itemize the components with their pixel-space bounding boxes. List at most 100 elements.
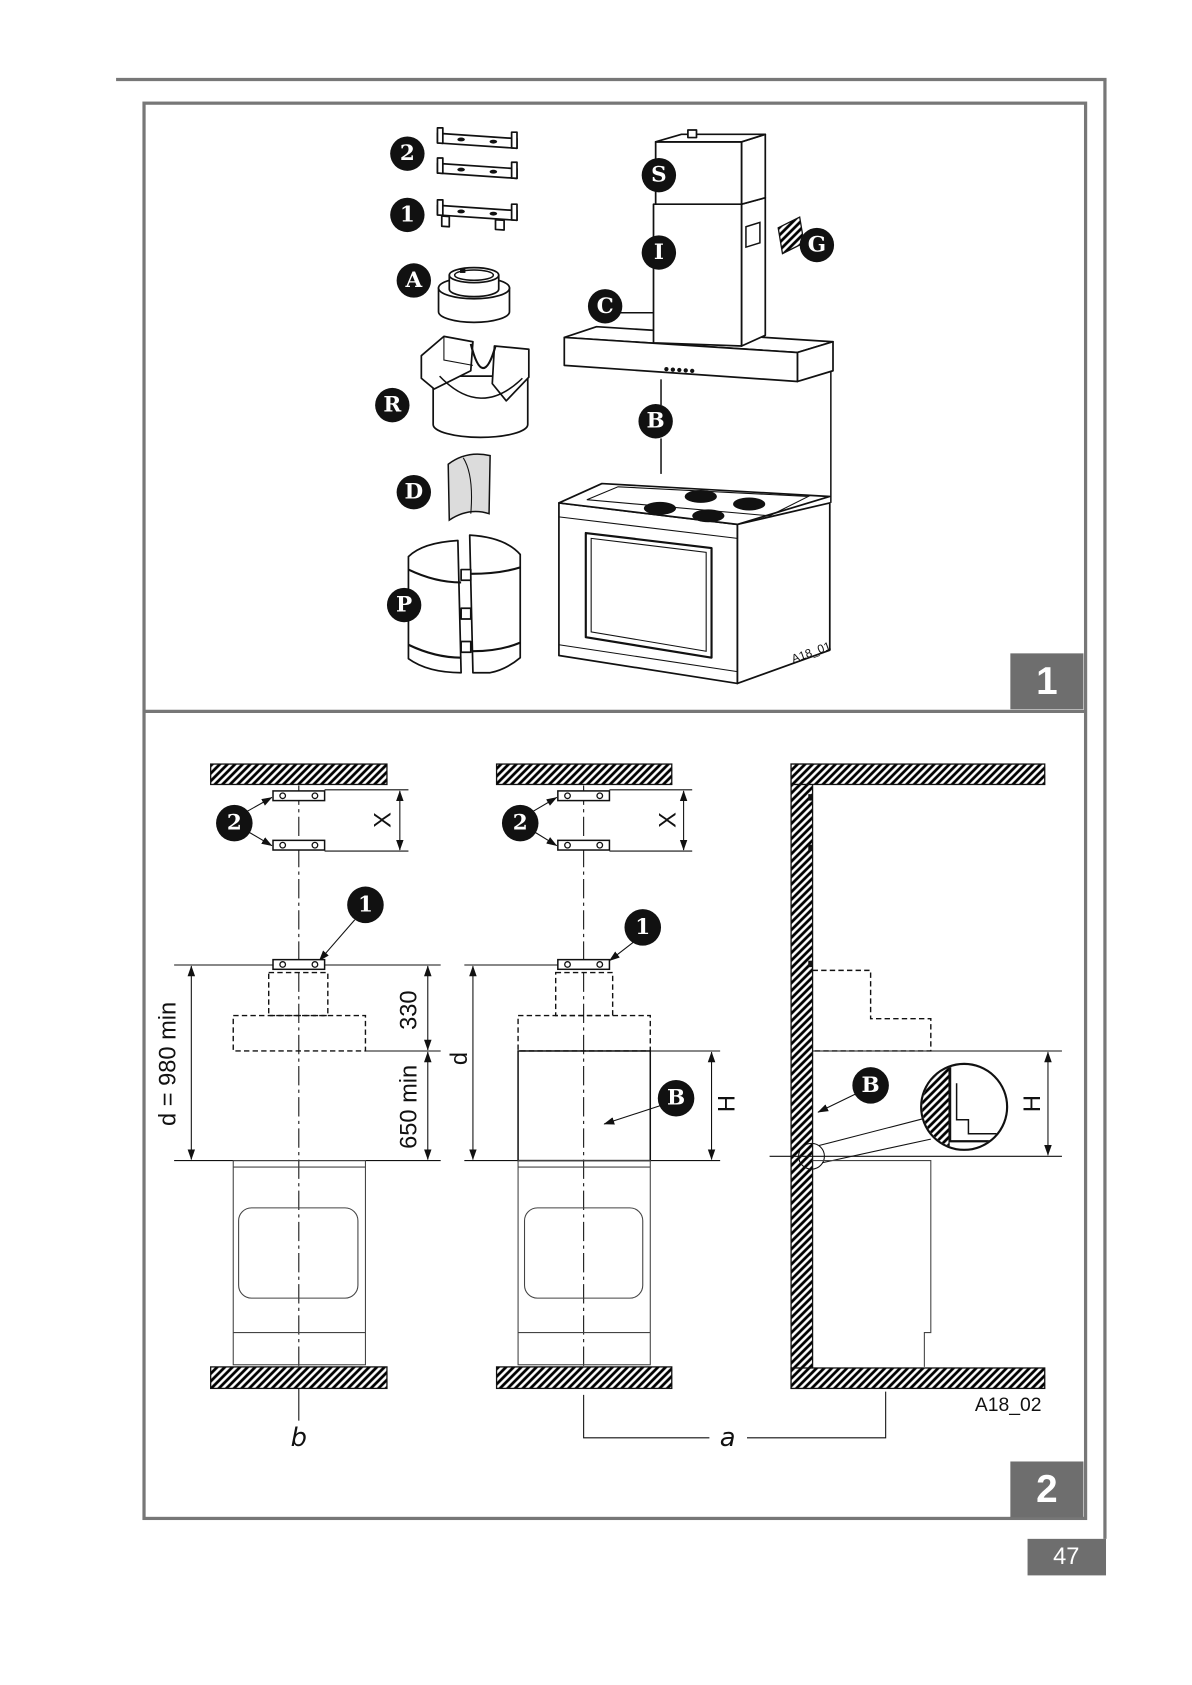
badge-label: B xyxy=(667,1086,685,1111)
reducer-r xyxy=(421,336,528,437)
badge-p-pipe-clamp: P xyxy=(387,588,421,622)
badge-label: S xyxy=(651,163,667,188)
wall-bracket-2-top xyxy=(437,128,517,148)
leader-b xyxy=(604,1106,660,1124)
chimney-lower-front xyxy=(654,204,742,346)
wall-bracket-1 xyxy=(437,200,517,230)
x-label: X xyxy=(371,812,397,828)
badge-1: 1 xyxy=(624,909,661,946)
axis-a-label: a xyxy=(720,1423,736,1453)
bracket-2-lower xyxy=(558,840,610,850)
page-number-text: 47 xyxy=(1053,1544,1079,1570)
detail-connector-top xyxy=(819,1119,923,1146)
badge-label: I xyxy=(654,240,664,265)
badge-a-flange: A xyxy=(397,263,431,297)
badge-label: 1 xyxy=(400,202,415,227)
figure-2-number-text: 2 xyxy=(1036,1468,1058,1511)
badge-2: 2 xyxy=(502,805,539,842)
badge-r-reducer: R xyxy=(375,388,409,422)
badge-label: R xyxy=(383,393,401,418)
figure-1-number-text: 1 xyxy=(1036,660,1058,703)
floor xyxy=(211,1367,387,1388)
figure-2-code: A18_02 xyxy=(975,1394,1042,1416)
wall-bracket-1-foot-left xyxy=(442,216,450,227)
flange-tab xyxy=(460,269,465,273)
deflector-sheet xyxy=(448,454,490,520)
pipe-clamp-p xyxy=(408,535,520,673)
bracket-mark xyxy=(808,845,812,851)
cooker: A18_01 xyxy=(559,484,833,684)
badge-label: 1 xyxy=(358,892,373,917)
chimney-top-tab xyxy=(688,130,697,138)
badge-label: D xyxy=(404,480,423,505)
axis-a-line-right xyxy=(747,1392,886,1438)
badge-b: B xyxy=(658,1080,695,1117)
burner xyxy=(685,490,717,503)
ceiling xyxy=(791,764,1045,784)
front-view-with-cover: X 2 1 d B H xyxy=(447,764,886,1453)
leader-2-upper xyxy=(533,797,557,811)
badge-1-bracket: 1 xyxy=(390,198,424,232)
badge-label: 2 xyxy=(400,141,415,166)
badge-label: A xyxy=(404,268,422,293)
burner xyxy=(733,498,765,511)
wall-bracket-2-bottom xyxy=(437,158,517,178)
label-330: 330 xyxy=(397,990,423,1029)
floor xyxy=(791,1368,1045,1388)
badge-g-grille: G xyxy=(800,228,834,262)
front-view-minimum: X 2 1 d = 980 min 330 650 min xyxy=(156,764,441,1453)
badge-label: P xyxy=(396,593,412,618)
floor xyxy=(497,1367,672,1388)
side-view: H B A18_02 xyxy=(770,764,1062,1416)
badge-label: B xyxy=(862,1073,880,1098)
chimney-lower-side xyxy=(742,198,766,346)
burner xyxy=(644,502,676,515)
bracket-2-upper xyxy=(273,791,325,801)
burner xyxy=(692,509,724,522)
axis-b-label: b xyxy=(291,1423,307,1453)
control-knob xyxy=(677,368,681,372)
wall xyxy=(791,764,812,1388)
hood-side-outline xyxy=(813,970,931,1051)
control-knob xyxy=(684,368,688,372)
figure-2-number: 2 xyxy=(1010,1461,1083,1517)
leader-2-upper xyxy=(247,797,272,811)
badge-2-brackets: 2 xyxy=(390,136,424,170)
control-knob xyxy=(690,369,694,373)
cooker-side-outline xyxy=(813,1161,931,1367)
figure-1-exploded-view: A18_01 2 1 A R D P S I C G B 1 xyxy=(375,128,1083,709)
badge-label: 2 xyxy=(227,811,242,836)
figure-2-installation-dimensions: X 2 1 d = 980 min 330 650 min xyxy=(156,764,1084,1517)
badge-d-deflector: D xyxy=(397,475,431,509)
bracket-1 xyxy=(273,960,325,970)
clamp-clip-2 xyxy=(461,608,471,619)
bracket-2-lower xyxy=(273,840,325,850)
badge-label: 2 xyxy=(513,811,528,836)
flange-a xyxy=(439,268,510,323)
badge-c-hood: C xyxy=(588,289,622,323)
bracket-2-upper xyxy=(558,791,610,801)
bracket-1 xyxy=(558,960,610,970)
leader-2-lower xyxy=(248,832,272,846)
d-label: d = 980 min xyxy=(156,1002,182,1126)
ceiling xyxy=(497,764,672,784)
badge-label: B xyxy=(647,409,665,434)
d-label: d xyxy=(447,1052,473,1065)
control-knob xyxy=(671,368,675,372)
badge-1: 1 xyxy=(347,887,384,924)
label-650: 650 min xyxy=(397,1065,423,1149)
chimney-upper-side xyxy=(742,134,766,204)
leader-1 xyxy=(319,920,354,961)
bracket-mark xyxy=(808,961,812,967)
clamp-clip-1 xyxy=(461,570,471,581)
badge-label: 1 xyxy=(635,915,650,940)
axis-a-line-left xyxy=(584,1395,710,1438)
h-label: H xyxy=(1020,1095,1046,1112)
badge-i-lower-chimney: I xyxy=(642,235,676,269)
badge-label: G xyxy=(808,233,826,258)
leader-1 xyxy=(609,942,633,960)
wall-bracket-1-foot-right xyxy=(496,220,505,230)
page-number: 47 xyxy=(1028,1539,1106,1576)
deflector-d xyxy=(448,454,490,520)
